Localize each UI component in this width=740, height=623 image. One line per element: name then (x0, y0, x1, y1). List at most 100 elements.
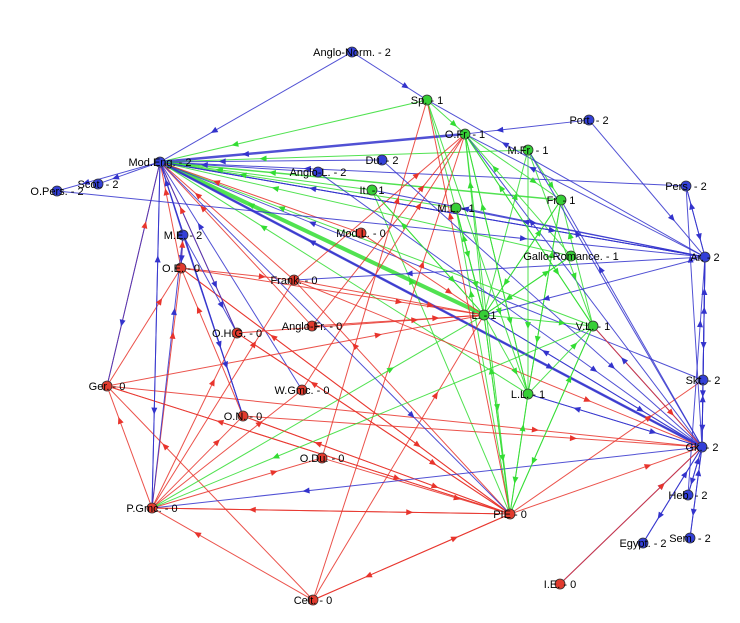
node-odu[interactable]: O.Du. - 0 (300, 452, 345, 465)
node-dot-sem[interactable] (684, 532, 696, 544)
node-celt[interactable]: Celt. - 0 (294, 594, 333, 607)
arrowhead-lll-to-pie (512, 476, 519, 484)
node-dot-ger[interactable] (101, 380, 113, 392)
node-modl[interactable]: Mod.L. - 0 (336, 227, 386, 240)
node-lll[interactable]: L.L. - 1 (511, 388, 545, 401)
node-dot-mfr[interactable] (522, 144, 534, 156)
node-dot-oe[interactable] (175, 262, 187, 274)
node-dot-du[interactable] (376, 154, 388, 166)
arrowhead-wgmc-to-mod_eng (197, 222, 205, 231)
node-dot-heb[interactable] (682, 489, 694, 501)
edge-frank-to-gk (298, 281, 698, 446)
node-ar[interactable]: Ar. - 2 (690, 251, 720, 264)
node-dot-on[interactable] (237, 410, 249, 422)
node-fr[interactable]: Fr. - 1 (547, 194, 576, 207)
node-dot-vl[interactable] (587, 320, 599, 332)
node-dot-ie[interactable] (554, 578, 566, 590)
node-me[interactable]: M.E. - 2 (164, 229, 203, 242)
node-mfr[interactable]: M.Fr. - 1 (508, 144, 549, 157)
node-skt[interactable]: Skt. - 2 (686, 374, 721, 387)
node-dot-ar[interactable] (699, 251, 711, 263)
node-du[interactable]: Du. - 2 (365, 154, 399, 167)
node-dot-modl[interactable] (355, 227, 367, 239)
node-pers[interactable]: Pers. - 2 (665, 180, 707, 193)
node-dot-anglo_l[interactable] (312, 166, 324, 178)
node-dot-gallo[interactable] (565, 250, 577, 262)
node-frank[interactable]: Frank. - 0 (270, 274, 318, 287)
node-dot-wgmc[interactable] (296, 384, 308, 396)
node-dot-l[interactable] (478, 309, 490, 321)
node-label-gallo: Gallo-Romance. - 1 (523, 251, 618, 263)
edge-ar-to-sp (431, 102, 701, 255)
node-label-opers: O.Pers. - 2 (30, 186, 83, 198)
node-dot-me[interactable] (177, 229, 189, 241)
node-dot-egypt[interactable] (637, 537, 649, 549)
edge-frank-to-mod_eng (163, 164, 291, 278)
node-vl[interactable]: V.L. - 1 (576, 320, 610, 333)
node-dot-skt[interactable] (697, 374, 709, 386)
arrowhead-gk-to-ofr (529, 218, 536, 227)
node-egypt[interactable]: Egypt. - 2 (619, 537, 667, 550)
node-dot-scot[interactable] (92, 178, 104, 190)
edge-lll-to-mod_eng (163, 164, 525, 392)
node-ml[interactable]: M.L. - 1 (437, 202, 475, 215)
node-dot-pgmc[interactable] (146, 502, 158, 514)
edge-sp-to-lll (428, 104, 527, 390)
node-ger[interactable]: Ger. - 0 (89, 380, 126, 393)
arrowhead-ar-to-frank (405, 270, 413, 277)
node-dot-opers[interactable] (51, 185, 63, 197)
arrowhead-ger-to-oe (155, 298, 163, 306)
node-dot-pie[interactable] (504, 508, 516, 520)
node-anglo_norm[interactable]: Anglo-Norm. - 2 (313, 46, 391, 59)
node-pie[interactable]: PIE - 0 (493, 508, 527, 521)
node-label-ger: Ger. - 0 (89, 381, 126, 393)
node-dot-odu[interactable] (316, 452, 328, 464)
node-dot-ofr[interactable] (459, 128, 471, 140)
node-dot-fr[interactable] (555, 194, 567, 206)
node-dot-celt[interactable] (307, 594, 319, 606)
node-ie[interactable]: I.E. - 0 (544, 578, 576, 591)
node-anglo_l[interactable]: Anglo-L. - 2 (290, 166, 347, 179)
arrowhead-frank-to-mod_eng (194, 192, 203, 200)
node-dot-gk[interactable] (696, 441, 708, 453)
node-anglofr[interactable]: Anglo-Fr. - 0 (282, 320, 343, 333)
node-dot-anglofr[interactable] (306, 320, 318, 332)
node-dot-ohg[interactable] (231, 327, 243, 339)
node-dot-anglo_norm[interactable] (346, 46, 358, 58)
arrowhead-pgmc-to-odu (270, 470, 278, 476)
node-dot-it[interactable] (366, 184, 378, 196)
node-mod_eng[interactable]: Mod.Eng. - 2 (129, 156, 192, 169)
node-dot-pers[interactable] (680, 180, 692, 192)
node-wgmc[interactable]: W.Gmc. - 0 (275, 384, 330, 397)
node-opers[interactable]: O.Pers. - 2 (30, 185, 84, 198)
node-sp[interactable]: Sp. - 1 (411, 94, 443, 107)
arrowhead-sp-to-mod_eng (231, 140, 239, 147)
node-ohg[interactable]: O.H.G. - 0 (212, 327, 262, 340)
node-heb[interactable]: Heb. - 2 (668, 489, 708, 502)
arrowhead-vl-to-pgmc (272, 452, 280, 459)
node-it[interactable]: It. - 1 (359, 184, 385, 197)
node-dot-lll[interactable] (522, 388, 534, 400)
node-port[interactable]: Port. - 2 (569, 114, 609, 127)
node-pgmc[interactable]: P.Gmc. - 0 (126, 502, 178, 515)
node-gallo[interactable]: Gallo-Romance. - 1 (523, 250, 619, 263)
node-ofr[interactable]: O.Fr. - 1 (445, 128, 485, 141)
node-scot[interactable]: Scot. - 2 (78, 178, 119, 191)
node-on[interactable]: O.N. - 0 (224, 410, 263, 423)
node-gk[interactable]: Gk. - 2 (685, 441, 719, 454)
node-dot-sp[interactable] (421, 94, 433, 106)
node-sem[interactable]: Sem. - 2 (669, 532, 711, 545)
node-dot-port[interactable] (583, 114, 595, 126)
node-l[interactable]: L. - 1 (471, 309, 497, 322)
node-label-sp: Sp. - 1 (411, 95, 443, 107)
arrowhead-ml-to-l (472, 280, 479, 289)
node-oe[interactable]: O.E. - 0 (162, 262, 200, 275)
edge-on-to-pie (247, 417, 506, 513)
arrowhead-pie-to-it (409, 277, 415, 286)
node-label-ohg: O.H.G. - 0 (212, 328, 262, 340)
node-dot-ml[interactable] (450, 202, 462, 214)
arrowhead-odu-to-sp (393, 196, 400, 205)
edge-l-to-gk (488, 317, 698, 445)
node-dot-mod_eng[interactable] (154, 156, 166, 168)
node-dot-frank[interactable] (288, 274, 300, 286)
